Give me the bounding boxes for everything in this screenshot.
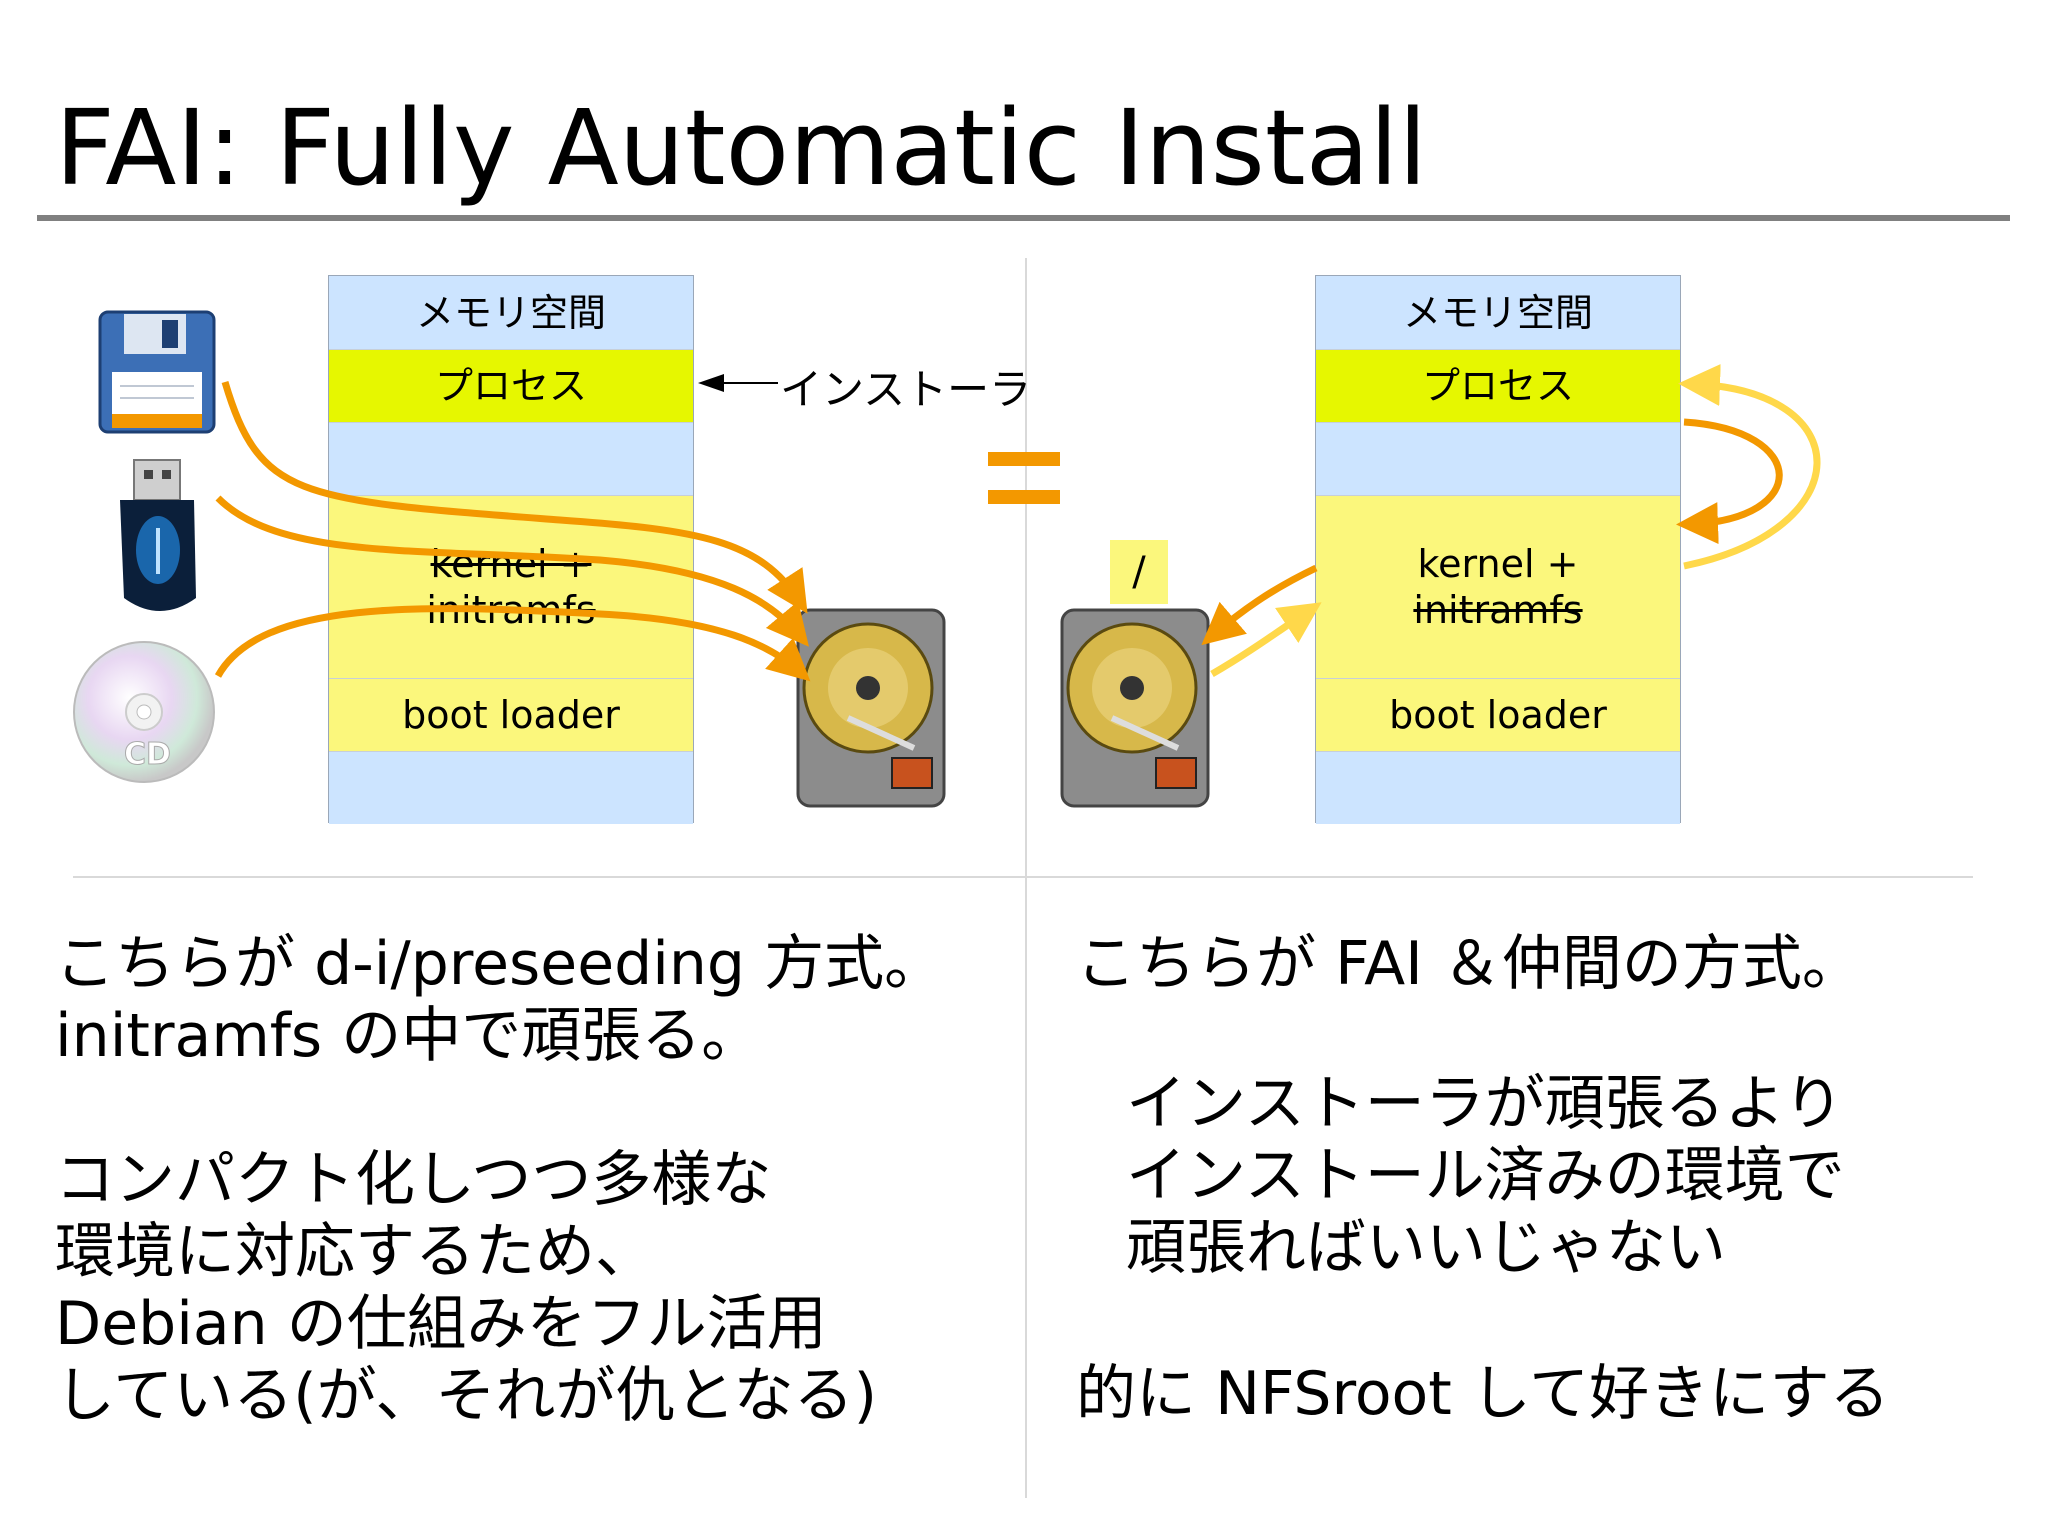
left-text-line: こちらが d-i/preseeding 方式。 xyxy=(55,929,945,999)
kernel-label: kernel + xyxy=(1417,542,1579,586)
right-text-line: 的に NFSroot して好きにする xyxy=(1076,1359,1890,1429)
installer-arrow xyxy=(698,360,778,406)
left-text-block: こちらが d-i/preseeding 方式。 initramfs の中で頑張る… xyxy=(55,928,944,1432)
right-memory-map: メモリ空間 プロセス kernel + initramfs boot loade… xyxy=(1315,275,1681,824)
floppy-to-disk-arrow xyxy=(221,381,808,614)
root-to-kernel-arrow xyxy=(1210,602,1322,678)
quote-line: インストーラが頑張るより xyxy=(1126,1069,1844,1139)
process-to-kernel-arrow xyxy=(1676,418,1783,545)
kernel-to-process-arrow xyxy=(1678,364,1821,570)
left-text-line xyxy=(55,1072,944,1144)
horizontal-divider xyxy=(73,876,1973,878)
memory-gap xyxy=(1316,422,1680,495)
right-text-line: こちらが FAI ＆仲間の方式。 xyxy=(1076,929,1862,999)
usb-stick-icon xyxy=(112,458,208,620)
process-label: プロセス xyxy=(1316,349,1680,422)
page-title: FAI: Fully Automatic Install xyxy=(55,87,1428,209)
left-text-line: している(が、それが仇となる) xyxy=(55,1361,878,1431)
memory-bottom xyxy=(1316,751,1680,824)
quote-line: インストール済みの環境で xyxy=(1126,1141,1845,1211)
installer-label: インストーラ xyxy=(780,365,1032,414)
cd-icon: CD xyxy=(72,640,222,794)
cd-label: CD xyxy=(124,737,171,772)
kernel-initramfs-block: kernel + initramfs xyxy=(1316,495,1680,678)
initramfs-label: initramfs xyxy=(1413,588,1583,632)
vertical-divider xyxy=(1025,258,1027,1498)
memory-gap xyxy=(329,422,693,495)
kernel-label: kernel + xyxy=(430,542,592,586)
boot-loader-label: boot loader xyxy=(329,678,693,751)
hard-disk-icon xyxy=(796,608,946,812)
left-text-line: initramfs の中で頑張る。 xyxy=(55,1001,762,1071)
floppy-disk-icon xyxy=(98,310,216,438)
left-memory-map: メモリ空間 プロセス kernel + initramfs boot loade… xyxy=(328,275,694,824)
hard-disk-icon xyxy=(1060,608,1210,812)
left-text-line: コンパクト化しつつ多様な xyxy=(55,1145,772,1215)
memory-space-label: メモリ空間 xyxy=(329,276,693,349)
memory-bottom xyxy=(329,751,693,824)
usb-to-disk-arrow xyxy=(215,495,809,647)
left-text-line: Debian の仕組みをフル活用 xyxy=(55,1289,827,1359)
kernel-to-root-arrow xyxy=(1201,564,1318,646)
memory-space-label: メモリ空間 xyxy=(1316,276,1680,349)
process-label: プロセス xyxy=(329,349,693,422)
cd-to-disk-arrow xyxy=(214,605,811,682)
title-rule xyxy=(37,215,2010,221)
boot-loader-label: boot loader xyxy=(1316,678,1680,751)
quote-line: 頑張ればいいじゃない xyxy=(1126,1213,1726,1283)
equals-icon xyxy=(988,452,1060,528)
right-quote-block: インストーラが頑張るより インストール済みの環境で 頑張ればいいじゃない xyxy=(1126,1068,1845,1284)
left-text-line: 環境に対応するため、 xyxy=(55,1217,655,1287)
root-label: / xyxy=(1110,540,1168,604)
